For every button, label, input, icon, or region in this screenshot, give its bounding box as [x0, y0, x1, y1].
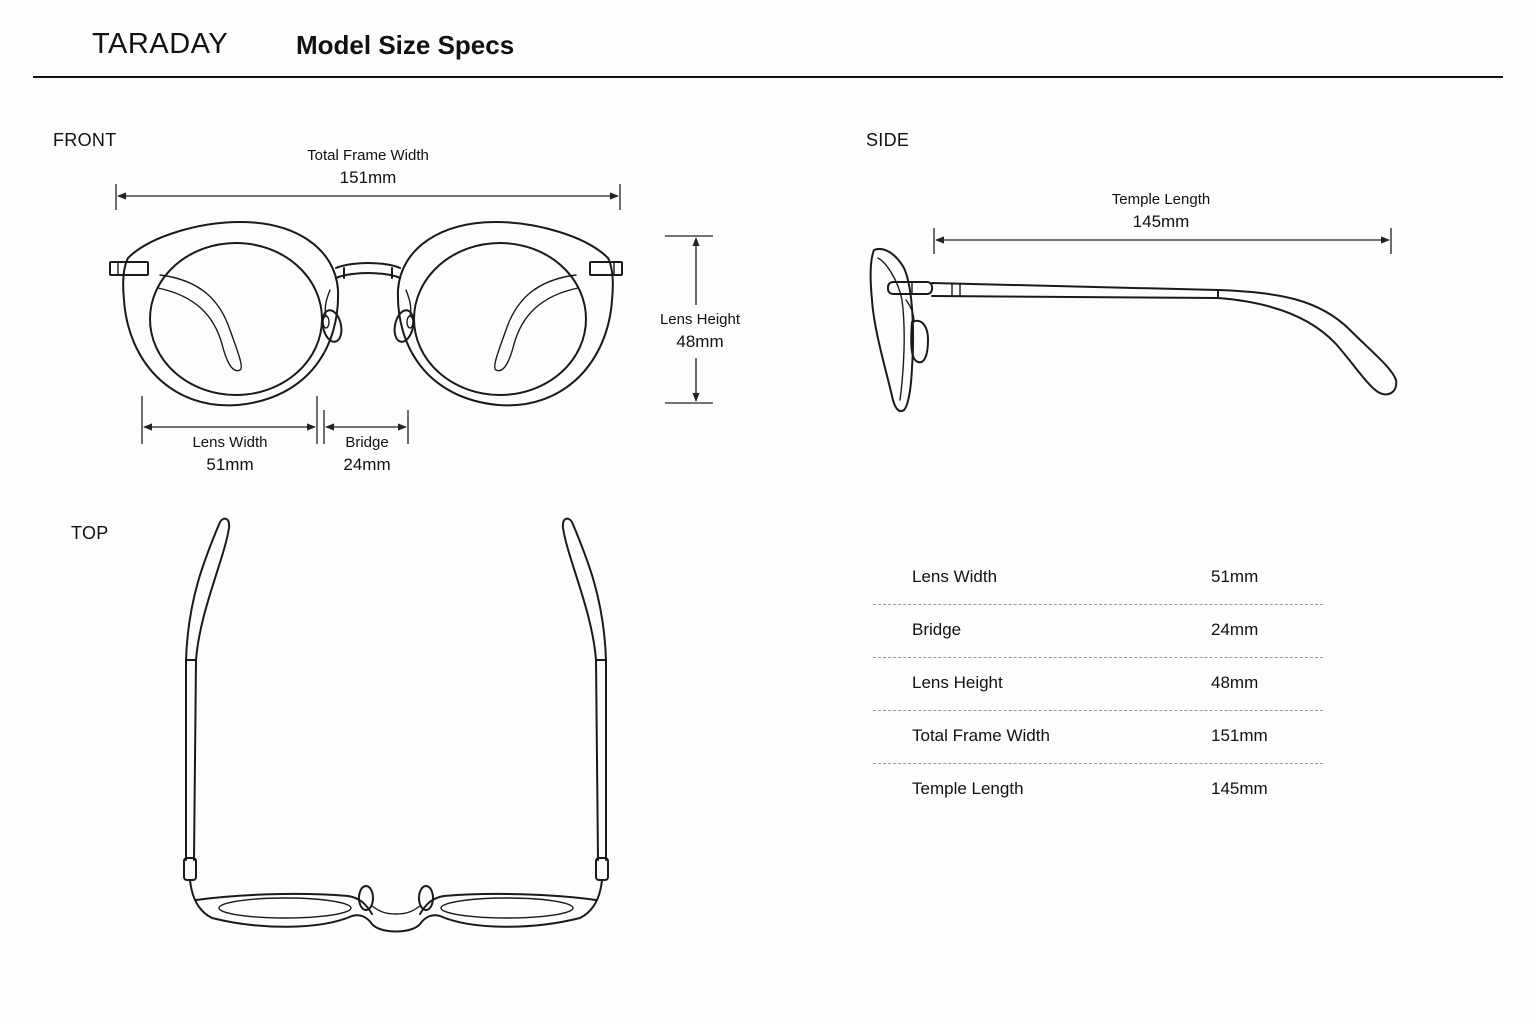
- spec-value: 24mm: [1211, 620, 1259, 639]
- front-view-drawing: [109, 184, 713, 444]
- temple-length-label: Temple Length: [1111, 191, 1211, 208]
- bridge-value: 24mm: [343, 455, 391, 474]
- lens-height-dimension: Lens Height 48mm: [650, 310, 750, 353]
- lens-height-label: Lens Height: [659, 311, 741, 328]
- spec-name: Lens Width: [912, 567, 998, 586]
- spec-value: 48mm: [1211, 673, 1259, 692]
- lens-width-label: Lens Width: [192, 434, 268, 451]
- lens-width-value: 51mm: [206, 455, 254, 474]
- lens-height-value: 48mm: [676, 332, 724, 351]
- spec-row: Total Frame Width 151mm: [873, 711, 1323, 764]
- spec-row: Lens Width 51mm: [873, 552, 1323, 605]
- front-view-label: FRONT: [53, 130, 117, 150]
- page-header: TARADAY Model Size Specs: [0, 0, 1536, 80]
- brand-logo: TARADAY: [92, 28, 229, 60]
- spec-row: Bridge 24mm: [873, 605, 1323, 658]
- total-frame-width-value: 151mm: [339, 168, 397, 187]
- spec-name: Lens Height: [912, 673, 1003, 692]
- side-view-drawing: [869, 228, 1398, 412]
- total-frame-width-dimension: Total Frame Width 151mm: [298, 146, 438, 189]
- bridge-label: Bridge: [345, 434, 389, 451]
- header-divider: [33, 76, 1503, 78]
- side-view-label: SIDE: [866, 130, 910, 150]
- spec-value: 151mm: [1211, 726, 1268, 745]
- temple-length-value: 145mm: [1132, 212, 1190, 231]
- top-view-drawing: [183, 517, 609, 933]
- spec-name: Bridge: [912, 620, 962, 639]
- spec-row: Lens Height 48mm: [873, 658, 1323, 711]
- page-title: Model Size Specs: [296, 30, 515, 60]
- spec-table: Lens Width 51mm Bridge 24mm Lens Height …: [873, 552, 1323, 817]
- temple-length-dimension: Temple Length 145mm: [1096, 190, 1226, 233]
- spec-value: 51mm: [1211, 567, 1259, 586]
- spec-row: Temple Length 145mm: [873, 764, 1323, 817]
- spec-value: 145mm: [1211, 779, 1268, 798]
- top-view-label: TOP: [71, 523, 109, 543]
- total-frame-width-label: Total Frame Width: [307, 147, 429, 164]
- lens-width-dimension: Lens Width 51mm: [175, 433, 285, 476]
- spec-name: Temple Length: [912, 779, 1024, 798]
- bridge-dimension: Bridge 24mm: [327, 433, 407, 476]
- spec-name: Total Frame Width: [912, 726, 1050, 745]
